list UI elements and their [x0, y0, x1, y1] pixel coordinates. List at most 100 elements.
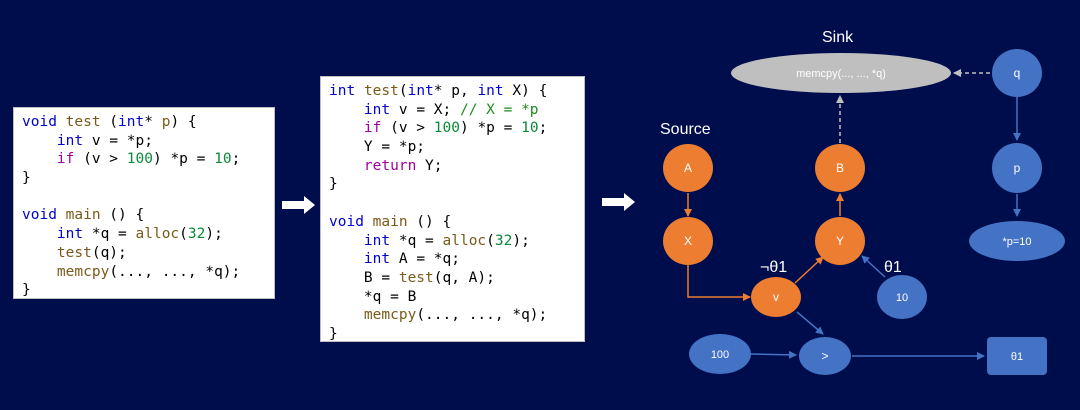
code-token: int — [56, 226, 84, 243]
code-line: return Y; — [329, 157, 576, 176]
code-line: void main () { — [22, 206, 266, 225]
code-token: (..., ..., *q); — [109, 263, 241, 280]
code-line: test(q); — [22, 244, 266, 263]
code-line: } — [22, 281, 266, 300]
node-X-label: X — [684, 234, 692, 248]
code-token: 10 — [521, 120, 539, 137]
code-token: } — [329, 325, 338, 342]
sink-label: Sink — [822, 29, 854, 46]
code-token: return — [363, 157, 417, 174]
node-sink-memcpy-label: memcpy(..., ..., *q) — [796, 68, 886, 80]
code-token: int — [56, 132, 84, 149]
code-line: } — [329, 175, 576, 194]
edge-X-v — [687, 265, 751, 301]
node-A-label: A — [684, 161, 692, 175]
code-token: test — [65, 114, 101, 130]
code-token: (q, A); — [433, 269, 495, 286]
node-v-label: v — [773, 290, 779, 304]
node-greater-than: > — [799, 337, 851, 375]
node-10: 10 — [877, 275, 927, 319]
edge-v-Y — [794, 256, 824, 284]
code-token: 10 — [214, 151, 232, 168]
node-10-label: 10 — [896, 292, 908, 304]
code-token: ( — [100, 114, 119, 130]
code-token: test — [56, 244, 92, 261]
node-p-equals-10: *p=10 — [969, 221, 1065, 261]
theta1-label: θ1 — [884, 259, 902, 276]
node-100: 100 — [689, 334, 751, 374]
code-token: ) *p = — [152, 151, 215, 168]
code-token: } — [22, 170, 31, 187]
code-token: alloc — [135, 226, 180, 243]
code-token: main — [65, 207, 101, 224]
node-sink-memcpy: memcpy(..., ..., *q) — [731, 53, 951, 93]
node-B: B — [815, 144, 865, 192]
edge-v-gt — [796, 311, 824, 335]
code-line: int A = *q; — [329, 250, 576, 269]
code-token: void — [329, 213, 364, 230]
code-line: memcpy(..., ..., *q); — [329, 306, 576, 325]
code-token: alloc — [442, 232, 487, 249]
code-token: test — [398, 269, 434, 286]
code-token: Y; — [416, 157, 443, 174]
code-token: test — [363, 83, 399, 99]
source-label: Source — [660, 121, 711, 138]
code-token: v = X; — [390, 101, 460, 118]
code-line: int test(int* p, int X) { — [329, 82, 576, 101]
code-line: } — [22, 169, 266, 188]
code-token: p — [161, 114, 171, 130]
code-token: int — [407, 83, 434, 99]
code-line: int *q = alloc(32); — [329, 232, 576, 251]
node-Y: Y — [815, 217, 865, 265]
code-token: int — [477, 83, 504, 99]
node-100-label: 100 — [711, 349, 729, 361]
code-token: int — [363, 232, 391, 249]
code-token: memcpy — [56, 263, 110, 280]
node-B-label: B — [836, 161, 844, 175]
code-token: *q = — [83, 226, 136, 243]
code-token: int — [329, 83, 356, 99]
code-token: if — [363, 120, 382, 137]
code-token: // X = *p — [459, 101, 539, 118]
neg-theta1-label: ¬θ1 — [760, 259, 787, 276]
code-line: Y = *p; — [329, 138, 576, 157]
code-token: X) { — [503, 83, 548, 99]
code-token: ) { — [170, 114, 197, 130]
code-token: int — [363, 251, 391, 268]
code-token: int — [118, 114, 145, 130]
code-listing-transformed: int test(int* p, int X) { int v = X; // … — [320, 76, 585, 342]
node-q: q — [992, 49, 1042, 97]
code-token: *q = B — [363, 288, 417, 305]
node-theta1-label: θ1 — [1011, 351, 1023, 363]
code-token: ; — [231, 151, 241, 168]
code-token: (q); — [91, 244, 127, 261]
node-p: p — [992, 143, 1042, 193]
node-Y-label: Y — [836, 234, 844, 248]
code-token: A = *q; — [390, 251, 460, 268]
code-token: ( — [486, 232, 495, 249]
code-line: void test (int* p) { — [22, 113, 266, 132]
code-line: *q = B — [329, 288, 576, 307]
code-line: int v = *p; — [22, 132, 266, 151]
code-line: B = test(q, A); — [329, 269, 576, 288]
code-token: main — [372, 213, 408, 230]
code-token: } — [329, 176, 338, 193]
code-listing-original: void test (int* p) { int v = *p; if (v >… — [13, 107, 275, 299]
code-token: () { — [100, 207, 145, 224]
code-token: ; — [538, 120, 548, 137]
code-token: (v > — [74, 151, 127, 168]
code-token: () { — [407, 213, 452, 230]
code-token: ); — [205, 226, 223, 243]
transform-arrow-2 — [602, 193, 635, 211]
code-token: Y = *p; — [363, 139, 426, 156]
node-p-equals-10-label: *p=10 — [1002, 236, 1031, 248]
code-token: void — [22, 207, 57, 224]
code-token: ); — [512, 232, 530, 249]
code-token: (..., ..., *q); — [416, 307, 548, 324]
node-q-label: q — [1014, 66, 1021, 80]
code-token: v = *p; — [83, 132, 153, 149]
node-p-label: p — [1014, 161, 1021, 175]
code-token: B = — [363, 269, 399, 286]
code-token: 32 — [187, 226, 206, 243]
